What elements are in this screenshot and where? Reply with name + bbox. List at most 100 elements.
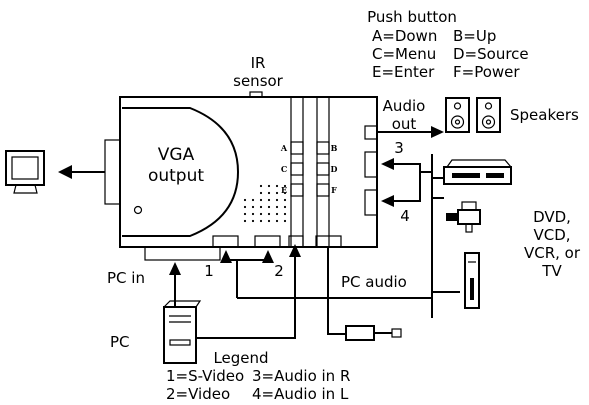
audio-out-group: Audio out (377, 97, 444, 138)
grille-dot (251, 219, 255, 223)
speaker-left (445, 97, 470, 133)
legend-2: 2=Video (166, 385, 230, 403)
pc-in-connector (144, 246, 221, 261)
button-column-right (316, 96, 330, 248)
pc-drive (169, 339, 191, 346)
s-video-cable (226, 259, 238, 298)
button-f-letter: F (331, 185, 337, 195)
grille-dot (259, 184, 263, 188)
devices-label-line2: VCD, (533, 226, 570, 244)
grille-dot (267, 205, 271, 209)
monitor-screen (11, 156, 39, 180)
devices-label-line3: VCR, or (524, 244, 581, 262)
monitor-bezel (5, 150, 45, 186)
devices-label-line4: TV (541, 262, 562, 280)
grille-dot (267, 184, 271, 188)
vga-connector (104, 139, 121, 205)
button-f[interactable] (316, 183, 330, 197)
tv-tower-panel (470, 278, 474, 300)
pc-in-arrow (169, 262, 181, 275)
pc-tower: PC (110, 300, 202, 364)
vga-panel (122, 107, 240, 237)
pc-vga-arrow (289, 244, 301, 257)
grille-dot (267, 219, 271, 223)
speaker-right-tweeter (484, 102, 493, 110)
grille-dot (275, 191, 279, 195)
grille-dot (243, 205, 247, 209)
button-c[interactable] (290, 162, 304, 176)
grille-dot (267, 191, 271, 195)
monitor-stand (13, 184, 38, 194)
button-column-left (290, 96, 304, 248)
dvd-top (446, 159, 512, 168)
button-d-letter: D (331, 164, 338, 174)
speaker-left-woofer (450, 115, 465, 129)
push-c-label: C=Menu (372, 45, 436, 63)
grille-dot (259, 219, 263, 223)
dvd-display (486, 173, 504, 178)
grille-dot (275, 212, 279, 216)
pc-label: PC (110, 333, 130, 351)
port-video (254, 235, 281, 248)
button-a[interactable] (290, 141, 304, 155)
audio-in-l-cable (393, 172, 421, 202)
grille-dot (283, 191, 287, 195)
legend-3: 3=Audio in R (252, 367, 350, 385)
grille-dot (251, 205, 255, 209)
speakers: Speakers (445, 97, 579, 133)
grille-dot (283, 212, 287, 216)
audio-in-l-arrow (381, 195, 394, 207)
legend-title: Legend (213, 349, 268, 367)
monitor (5, 150, 105, 194)
port-2-label: 2 (274, 262, 284, 280)
pc-top (163, 300, 202, 308)
camcorder-lens (446, 213, 458, 221)
grille-dot (275, 205, 279, 209)
button-b[interactable] (316, 141, 330, 155)
grille-dot (283, 198, 287, 202)
port-audio-in-l (364, 189, 378, 216)
pc-audio-label: PC audio (341, 273, 407, 291)
button-e[interactable] (290, 183, 304, 197)
camcorder-grip (465, 223, 473, 233)
port-4-label: 4 (400, 207, 410, 225)
audio-in-r-cable (393, 163, 421, 172)
port-audio-out (364, 125, 378, 140)
push-button-legend: Push button A=Down B=Up C=Menu D=Source … (367, 8, 529, 81)
grille-dot (267, 212, 271, 216)
grille-dot (283, 184, 287, 188)
audio-out-arrow (431, 126, 444, 138)
pc-case (163, 306, 197, 364)
speaker-grille (243, 184, 287, 223)
button-d[interactable] (316, 162, 330, 176)
audio-in-wiring: 3 4 (381, 139, 460, 318)
grille-dot (243, 212, 247, 216)
grille-dot (259, 198, 263, 202)
pc-in-label: PC in (107, 269, 145, 287)
audio-in-r-arrow (381, 158, 394, 170)
grille-dot (267, 198, 271, 202)
dvd-player (443, 166, 512, 185)
port-audio-in-r (364, 151, 378, 178)
vga-label-line1: VGA (158, 145, 195, 165)
push-e-label: E=Enter (372, 63, 435, 81)
video-wiring: 1 2 PC audio (204, 250, 432, 299)
pc-wiring: PC in (107, 244, 402, 341)
unit-screw (133, 205, 143, 215)
button-e-letter: E (281, 185, 287, 195)
grille-dot (275, 219, 279, 223)
speaker-right (476, 97, 501, 133)
ir-sensor: IR sensor (233, 54, 284, 98)
vga-label-line2: output (148, 166, 204, 186)
port-3-label: 3 (394, 139, 404, 157)
speaker-left-tweeter (453, 102, 462, 110)
legend-4: 4=Audio in L (252, 385, 349, 403)
port-s-video (212, 235, 239, 248)
button-a-letter: A (280, 143, 288, 153)
dvd-tray (452, 173, 480, 178)
port-legend: Legend 1=S-Video 3=Audio in R 2=Video 4=… (166, 349, 350, 403)
pc-audio-cable (327, 247, 346, 335)
speaker-left-woofer-cone (454, 119, 461, 125)
